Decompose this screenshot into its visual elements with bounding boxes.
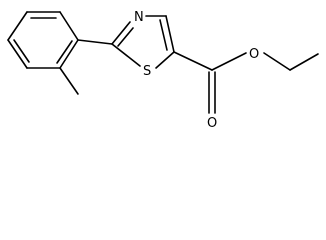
ester-single-bond	[211, 52, 247, 71]
thiazole-double-bond	[117, 27, 134, 47]
benzene-double-bond	[56, 40, 73, 64]
methyl-bond	[59, 67, 79, 95]
benzene-bond	[59, 11, 79, 41]
benzene-bond	[7, 39, 28, 69]
chemical-structure: N S O O	[7, 10, 319, 131]
ester-group	[173, 51, 319, 114]
ethyl-o-bond	[263, 52, 291, 71]
benzene-bond	[7, 11, 28, 41]
thiazole-ring	[111, 15, 175, 69]
aryl-thiazole-bond	[77, 39, 113, 45]
sulfur-label: S	[143, 64, 151, 79]
ethyl-bond	[289, 53, 319, 71]
benzene-bond	[59, 39, 79, 69]
thiazole-double-bond	[159, 19, 168, 51]
benzene-double-bond	[13, 39, 30, 63]
thiazole-bond	[111, 21, 131, 45]
structure-skeleton	[7, 11, 113, 95]
thiazole-bond	[155, 51, 175, 69]
ring-carbonyl-bond	[173, 51, 213, 71]
thiazole-bond	[165, 15, 175, 53]
carbonyl-oxygen-label: O	[207, 116, 217, 131]
thiazole-bond	[111, 43, 141, 67]
nitrogen-label: N	[134, 10, 144, 25]
ester-oxygen-label: O	[249, 47, 259, 62]
